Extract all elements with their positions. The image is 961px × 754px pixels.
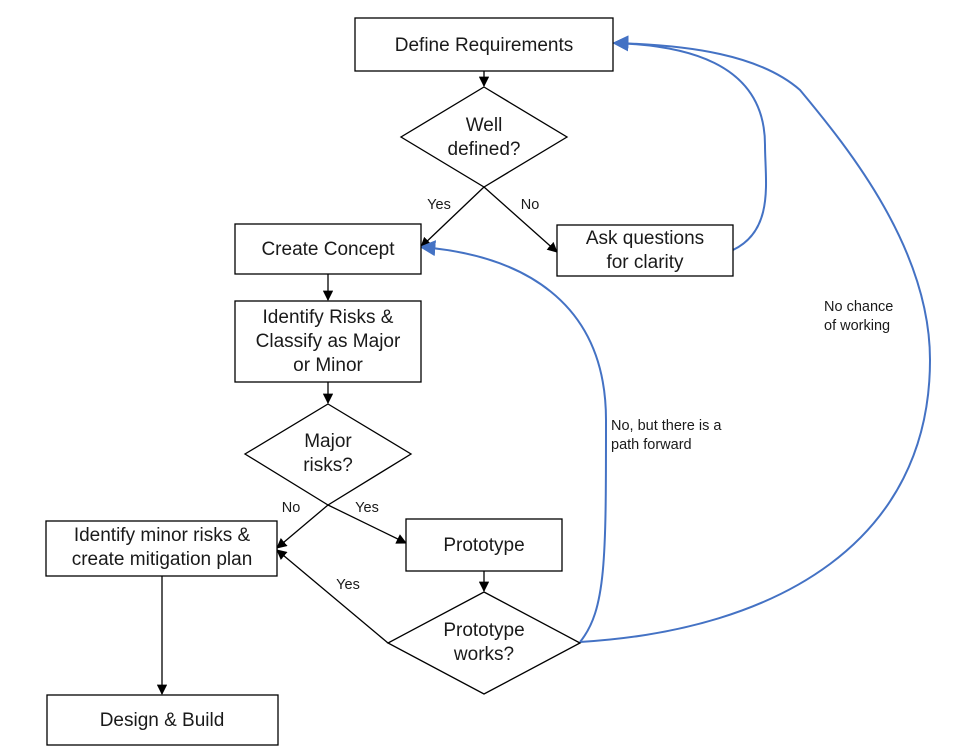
label-works-yes: Yes (336, 577, 360, 593)
node-identify-risks-text: Identify Risks & Classify as Major or Mino… (256, 307, 401, 376)
edge-works-no-chance (579, 35, 932, 643)
node-major-risks-text: Major risks? (303, 431, 353, 476)
node-major-risks-text-line: risks? (303, 455, 353, 476)
node-well-defined-text-line: Well (466, 115, 503, 136)
label-well-defined-yes-line: Yes (427, 197, 451, 213)
label-major-yes: Yes (355, 500, 379, 516)
label-no-chance-line: of working (824, 318, 890, 334)
node-define-requirements: Define Requirements (354, 17, 614, 72)
node-design-build-text-line: Design & Build (100, 710, 225, 731)
edge-major-yes (327, 504, 407, 544)
node-prototype-text: Prototype (443, 535, 524, 556)
edge-ask-to-define (612, 35, 768, 251)
edge-works-yes (276, 549, 389, 644)
label-major-no-line: No (282, 500, 301, 516)
label-path-forward-line: No, but there is a (611, 418, 722, 434)
node-define-requirements-text: Define Requirements (395, 35, 573, 56)
node-ask-questions-text-line: for clarity (606, 252, 684, 273)
node-identify-risks: Identify Risks & Classify as Major or Mino… (234, 300, 422, 383)
node-create-concept-text-line: Create Concept (261, 239, 395, 260)
node-major-risks: Major risks? (243, 403, 413, 506)
node-identify-risks-text-line: Classify as Major (256, 331, 401, 352)
node-ask-questions-text-line: Ask questions (586, 228, 704, 249)
node-ask-questions-text: Ask questions for clarity (586, 228, 704, 273)
node-design-build: Design & Build (46, 694, 279, 746)
label-well-defined-no: No (521, 197, 540, 213)
node-create-concept-text: Create Concept (261, 239, 395, 260)
edge-major-no (276, 504, 329, 549)
node-identify-risks-text-line: or Minor (293, 355, 363, 376)
label-major-yes-line: Yes (355, 500, 379, 516)
edge-works-path-forward (419, 240, 608, 643)
node-identify-minor-risks-text-line: create mitigation plan (72, 549, 253, 570)
node-prototype-works: Prototype works? (386, 591, 582, 695)
node-prototype-works-text-line: works? (453, 644, 514, 665)
label-no-chance: No chance of working (824, 299, 893, 334)
node-prototype-text-line: Prototype (443, 535, 524, 556)
node-identify-minor-risks: Identify minor risks & create mitigation … (45, 520, 278, 577)
node-well-defined-text: Well defined? (448, 115, 521, 160)
node-identify-minor-risks-text-line: Identify minor risks & (74, 525, 251, 546)
label-well-defined-yes: Yes (427, 197, 451, 213)
node-major-risks-text-line: Major (304, 431, 352, 452)
node-create-concept: Create Concept (234, 223, 422, 275)
label-path-forward: No, but there is a path forward (611, 418, 722, 453)
node-define-requirements-text-line: Define Requirements (395, 35, 573, 56)
label-no-chance-line: No chance (824, 299, 893, 315)
node-design-build-text: Design & Build (100, 710, 225, 731)
node-identify-minor-risks-text: Identify minor risks & create mitigation … (72, 525, 253, 570)
label-path-forward-line: path forward (611, 437, 692, 453)
label-works-yes-line: Yes (336, 577, 360, 593)
node-prototype-works-text-line: Prototype (443, 620, 524, 641)
node-ask-questions: Ask questions for clarity (556, 224, 734, 277)
node-prototype-works-text: Prototype works? (443, 620, 524, 665)
node-prototype: Prototype (405, 518, 563, 572)
node-well-defined: Well defined? (399, 86, 569, 188)
edge-well-defined-no (483, 186, 558, 253)
label-major-no: No (282, 500, 301, 516)
edge-well-defined-yes (420, 186, 485, 248)
node-identify-risks-text-line: Identify Risks & (263, 307, 394, 328)
label-well-defined-no-line: No (521, 197, 540, 213)
node-well-defined-text-line: defined? (448, 139, 521, 160)
